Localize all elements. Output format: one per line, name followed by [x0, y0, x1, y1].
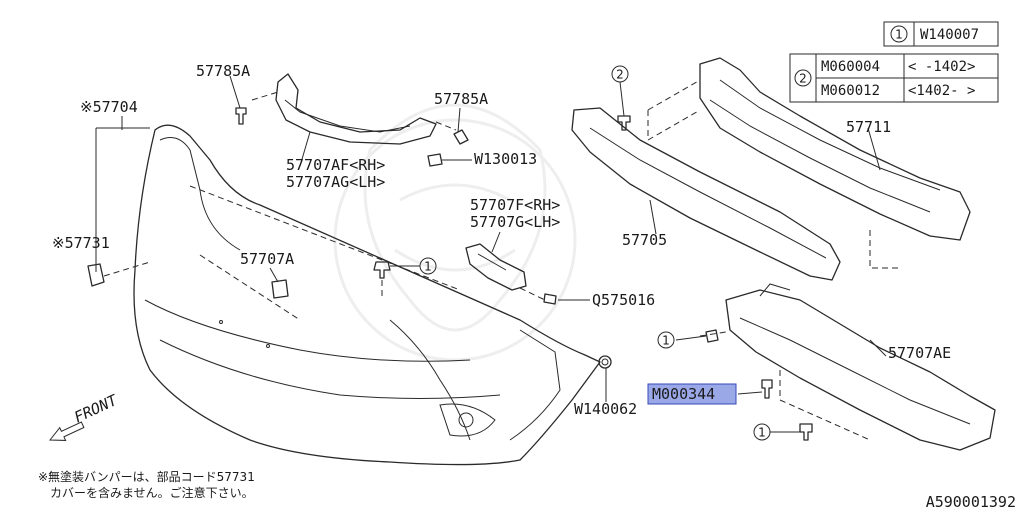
label-57705: 57705 [622, 231, 667, 249]
lower-reinforcement [699, 283, 996, 451]
table-range-m060012: <1402- > [908, 83, 975, 99]
svg-text:1: 1 [758, 426, 766, 440]
label-m000344[interactable]: M000344 [652, 385, 715, 403]
bolt-center [373, 261, 391, 300]
label-w140062: W140062 [574, 400, 637, 418]
clip-w130013 [427, 153, 443, 167]
label-w130013: W130013 [474, 150, 537, 168]
svg-text:1: 1 [424, 260, 432, 274]
bumper-cover [133, 124, 601, 466]
label-57711: 57711 [846, 118, 891, 136]
svg-text:1: 1 [662, 334, 670, 348]
highlight-box [647, 383, 737, 405]
callout-circle-1 [890, 25, 908, 43]
label-57707ae: 57707AE [888, 344, 951, 362]
callout-circle-2 [794, 69, 812, 87]
table-code-m060004: M060004 [821, 59, 880, 75]
screw-57785a-right [453, 129, 469, 145]
grommet-w140062 [598, 355, 612, 369]
svg-text:2: 2 [616, 68, 624, 82]
label-57785a-right: 57785A [434, 90, 488, 108]
bolt-m000344 [761, 379, 773, 399]
table-code-m060012: M060012 [821, 83, 880, 99]
table-range-m060004: < -1402> [908, 59, 975, 75]
side-bracket [465, 243, 546, 301]
energy-absorber [571, 107, 841, 281]
watermark-emblem [333, 103, 577, 362]
leader-lines [95, 75, 887, 433]
label-q575016: Q575016 [592, 291, 655, 309]
label-57731: ※57731 [52, 234, 110, 252]
label-57707af: 57707AF<RH> [286, 156, 385, 174]
bumper-cover-cap [87, 261, 151, 287]
screw-57785a-left [235, 107, 247, 125]
bolt-lower-1 [705, 329, 719, 343]
table-ref-2: 2 [799, 72, 807, 86]
callout-1-bottom [753, 423, 771, 441]
callout-1-center [419, 257, 437, 275]
label-57785a-left: 57785A [196, 62, 250, 80]
callout-table: 1 W140007 2 M060004 < -1402> M060012 <14… [789, 21, 999, 103]
upper-bracket [251, 73, 457, 145]
bolt-lower-2 [799, 423, 813, 441]
label-57707ag: 57707AG<LH> [286, 173, 385, 191]
label-57707g: 57707G<LH> [470, 213, 560, 231]
bumper-reinforcement [647, 57, 971, 269]
footnote-line-2: カバーを含みません。ご注意下さい。 [50, 485, 254, 500]
clip-57707a [271, 279, 289, 299]
table-code-w140007: W140007 [920, 27, 979, 43]
label-57707a: 57707A [240, 250, 294, 268]
part-labels: 57785A 57785A ※57704 ※57731 57707AF<RH> … [52, 62, 951, 418]
bolt-callout-2 [617, 115, 631, 131]
diagram-callouts: 2 1 1 1 [419, 65, 771, 441]
callout-1-lower [657, 331, 675, 349]
label-57704: ※57704 [80, 98, 138, 116]
table-ref-1: 1 [895, 28, 903, 42]
screw-q575016 [543, 293, 557, 305]
footnote-line-1: ※無塗装バンパーは、部品コード57731 [38, 469, 255, 484]
front-arrow: FRONT [48, 391, 121, 441]
diagram-id: A590001392 [926, 493, 1016, 511]
label-57707f: 57707F<RH> [470, 196, 560, 214]
front-label: FRONT [71, 391, 120, 427]
